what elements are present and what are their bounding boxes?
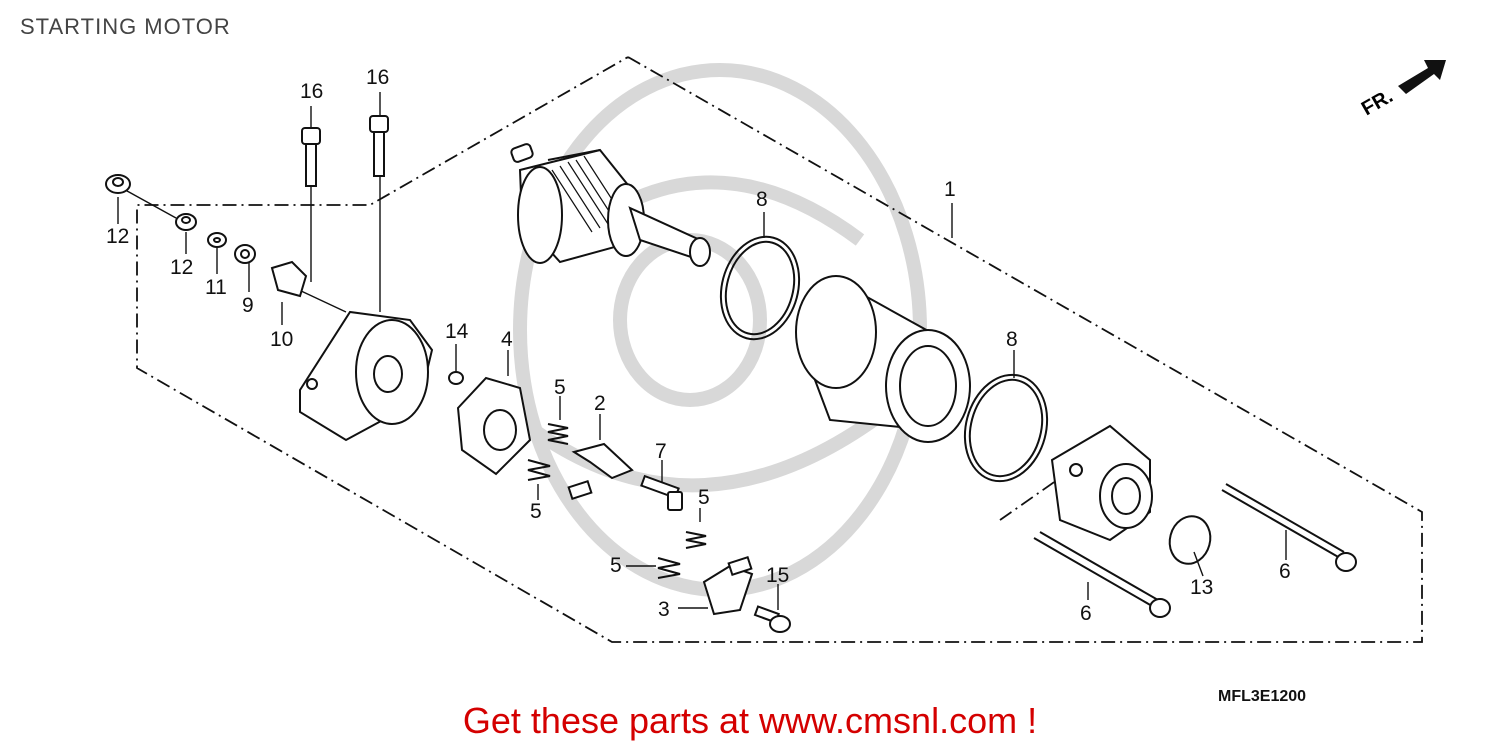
washer-14 <box>448 371 464 385</box>
springs <box>527 423 707 579</box>
front-direction-arrow: FR. <box>1358 60 1446 120</box>
callout-4: 4 <box>501 328 513 351</box>
callout-6b: 6 <box>1279 560 1291 583</box>
brush-2 <box>567 442 634 501</box>
footer-banner: Get these parts at www.cmsnl.com ! <box>0 700 1500 742</box>
callout-12a: 12 <box>106 225 129 248</box>
rear-cover <box>1050 424 1153 542</box>
screw-15 <box>753 605 791 633</box>
front-direction-label: FR. <box>1358 85 1397 120</box>
o-ring-lower <box>963 373 1049 483</box>
callout-2: 2 <box>594 392 606 415</box>
callout-8a: 8 <box>756 188 768 211</box>
callout-16b: 16 <box>366 66 389 89</box>
callout-5b: 5 <box>530 500 542 523</box>
washer-11 <box>207 232 227 248</box>
terminal-10 <box>270 260 308 298</box>
nut-12-lower <box>175 213 197 231</box>
callout-6a: 6 <box>1080 602 1092 625</box>
callout-9: 9 <box>242 294 254 317</box>
callout-16a: 16 <box>300 80 323 103</box>
callout-5a: 5 <box>554 376 566 399</box>
callout-12b: 12 <box>170 256 193 279</box>
callout-13: 13 <box>1190 576 1213 599</box>
callout-1: 1 <box>944 178 956 201</box>
front-cover <box>299 310 434 442</box>
footer-link[interactable]: Get these parts at www.cmsnl.com ! <box>462 700 1038 741</box>
bolt-7 <box>640 474 683 511</box>
callout-8b: 8 <box>1006 328 1018 351</box>
through-bolt-6-upper <box>1221 483 1357 572</box>
o-ring-13 <box>1168 515 1212 565</box>
callout-14: 14 <box>445 320 469 343</box>
callout-11: 11 <box>205 276 227 299</box>
page-title: STARTING MOTOR <box>20 14 231 39</box>
through-bolt-6-lower <box>1033 531 1171 618</box>
o-ring-upper <box>719 235 801 341</box>
nut-12-top <box>105 174 131 194</box>
drawing-code: MFL3E1200 <box>1218 688 1307 705</box>
brush-holder <box>456 376 532 476</box>
bolt-16-left <box>301 127 321 187</box>
callout-7: 7 <box>655 440 667 463</box>
bolt-16-right <box>369 115 389 177</box>
callout-5d: 5 <box>610 554 622 577</box>
callout-numbers: 1 2 3 4 5 5 5 5 6 6 7 8 8 9 10 11 12 12 … <box>106 66 1291 625</box>
armature <box>510 143 711 267</box>
callout-5c: 5 <box>698 486 710 509</box>
yoke-housing <box>795 275 971 443</box>
exploded-parts-diagram: FR. 1 2 3 4 5 5 5 5 6 6 7 8 8 9 10 11 12… <box>105 56 1446 643</box>
insulator-9 <box>234 244 256 264</box>
callout-10: 10 <box>270 328 293 351</box>
brush-3 <box>702 555 754 616</box>
callout-3: 3 <box>658 598 670 621</box>
callout-15: 15 <box>766 564 789 587</box>
assembly-boundary <box>136 56 1423 643</box>
